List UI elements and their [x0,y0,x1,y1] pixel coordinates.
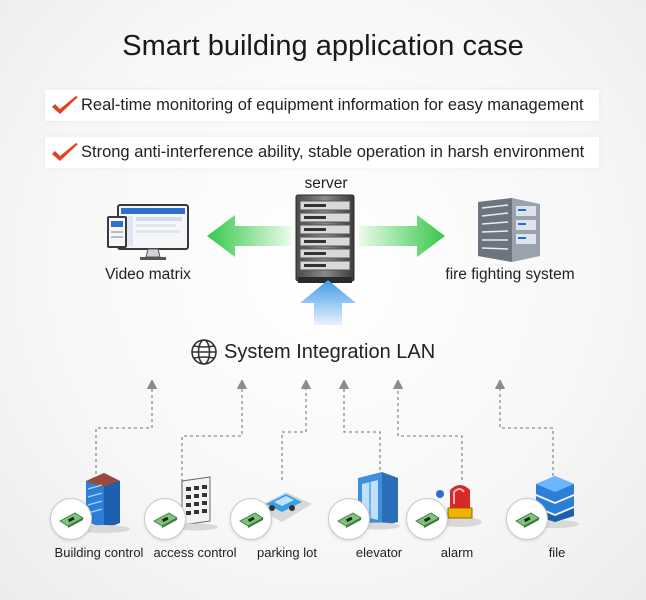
arrow-right-to-fire-fighting [359,215,445,257]
iot-module-badge [506,498,548,540]
arrow-left-to-video-matrix [207,215,291,257]
server-label: server [304,175,348,192]
connector-access-control [181,380,248,488]
server-rack-icon [295,194,355,283]
alarm-light-icon [436,485,482,527]
device-label-building-control: Building control [54,545,144,560]
device-label-access-control: access control [153,545,237,560]
feature-row-monitoring: Real-time monitoring of equipment inform… [45,90,599,121]
iot-module-badge [50,498,92,540]
device-label-file: file [548,545,566,560]
circuit-board-icon [337,512,362,528]
monitor-icon [107,204,189,260]
feature-row-anti-interference: Strong anti-interference ability, stable… [45,137,599,168]
building-icon [78,473,130,533]
feature-text: Strong anti-interference ability, stable… [81,143,585,161]
cabinet-server-icon [478,198,540,262]
lan-heading: System Integration LAN [190,336,435,368]
device-label-elevator: elevator [355,545,403,560]
globe-icon [191,339,217,365]
connector-building-control [95,380,158,480]
connector-alarm [392,380,463,480]
arrow-up-to-server [300,280,356,325]
lan-label: System Integration LAN [224,340,436,363]
connector-file [494,380,554,476]
iot-module-badge [230,498,272,540]
feature-text: Real-time monitoring of equipment inform… [81,96,584,114]
checkmark-icon [52,95,78,114]
iot-module-badge [144,498,186,540]
dashed-connectors [95,380,554,488]
iot-module-badge [328,498,370,540]
connector-elevator [338,380,381,476]
fire-fighting-label: fire fighting system [445,266,575,283]
circuit-board-icon [239,512,264,528]
circuit-board-icon [153,512,178,528]
video-matrix-label: Video matrix [105,266,191,283]
circuit-board-icon [415,512,440,528]
circuit-board-icon [59,512,84,528]
circuit-board-icon [515,512,540,528]
checkmark-icon [52,142,78,161]
device-label-alarm: alarm [440,545,474,560]
iot-module-badge [406,498,448,540]
connector-parking-lot [281,380,312,480]
page-title: Smart building application case [122,30,524,62]
device-label-parking-lot: parking lot [257,545,317,560]
